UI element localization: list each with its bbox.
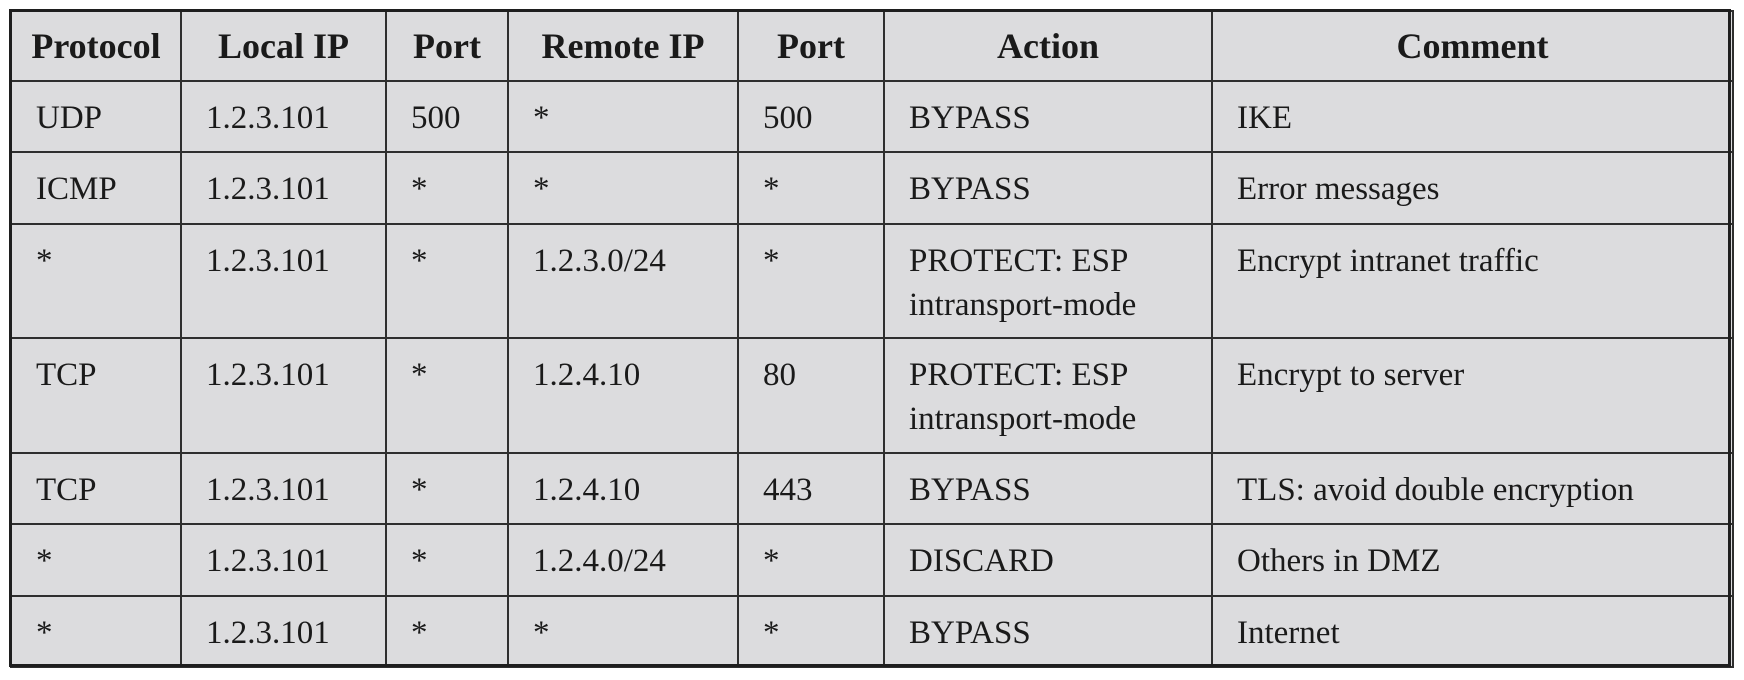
cell-protocol: UDP <box>10 79 182 154</box>
header-comment: Comment <box>1211 10 1734 82</box>
cell-protocol: ICMP <box>10 151 182 225</box>
cell-local-ip: 1.2.3.101 <box>180 151 387 225</box>
table-header-row: Protocol Local IP Port Remote IP Port Ac… <box>10 10 1734 82</box>
cell-protocol: * <box>10 523 182 597</box>
header-action: Action <box>883 10 1213 82</box>
cell-local-port: * <box>385 523 509 597</box>
cell-remote-port: * <box>737 151 885 225</box>
cell-local-ip: 1.2.3.101 <box>180 79 387 154</box>
cell-remote-port: * <box>737 222 885 340</box>
cell-remote-port: 500 <box>737 79 885 154</box>
table-row: TCP 1.2.3.101 * 1.2.4.10 443 BYPASS TLS:… <box>10 451 1734 526</box>
cell-remote-ip: * <box>507 594 739 669</box>
cell-comment: Internet <box>1211 594 1734 669</box>
cell-local-ip: 1.2.3.101 <box>180 594 387 669</box>
cell-protocol: * <box>10 222 182 340</box>
header-remote-port: Port <box>737 10 885 82</box>
table-row: UDP 1.2.3.101 500 * 500 BYPASS IKE <box>10 79 1734 154</box>
cell-comment: IKE <box>1211 79 1734 154</box>
cell-local-ip: 1.2.3.101 <box>180 337 387 454</box>
cell-comment: TLS: avoid double encryption <box>1211 451 1734 526</box>
cell-local-port: 500 <box>385 79 509 154</box>
cell-remote-ip: 1.2.3.0/24 <box>507 222 739 340</box>
table-row: ICMP 1.2.3.101 * * * BYPASS Error messag… <box>10 151 1734 225</box>
table-row: * 1.2.3.101 * 1.2.3.0/24 * PROTECT: ESP … <box>10 222 1734 340</box>
cell-local-port: * <box>385 151 509 225</box>
cell-comment: Others in DMZ <box>1211 523 1734 597</box>
table-row: * 1.2.3.101 * * * BYPASS Internet <box>10 594 1734 669</box>
cell-remote-ip: * <box>507 79 739 154</box>
cell-remote-port: * <box>737 523 885 597</box>
cell-remote-port: 443 <box>737 451 885 526</box>
header-local-port: Port <box>385 10 509 82</box>
cell-remote-ip: 1.2.4.10 <box>507 451 739 526</box>
cell-action: PROTECT: ESP intransport-mode <box>883 222 1213 340</box>
cell-comment: Encrypt to server <box>1211 337 1734 454</box>
cell-remote-ip: 1.2.4.10 <box>507 337 739 454</box>
cell-action: PROTECT: ESP intransport-mode <box>883 337 1213 454</box>
cell-remote-ip: * <box>507 151 739 225</box>
cell-local-ip: 1.2.3.101 <box>180 222 387 340</box>
cell-local-ip: 1.2.3.101 <box>180 523 387 597</box>
cell-action: BYPASS <box>883 79 1213 154</box>
header-protocol: Protocol <box>10 10 182 82</box>
cell-local-port: * <box>385 594 509 669</box>
cell-action: BYPASS <box>883 451 1213 526</box>
cell-comment: Error messages <box>1211 151 1734 225</box>
security-policy-table-container: Protocol Local IP Port Remote IP Port Ac… <box>10 10 1734 669</box>
cell-protocol: TCP <box>10 337 182 454</box>
cell-action: BYPASS <box>883 151 1213 225</box>
cell-protocol: TCP <box>10 451 182 526</box>
cell-comment: Encrypt intranet traffic <box>1211 222 1734 340</box>
table-row: TCP 1.2.3.101 * 1.2.4.10 80 PROTECT: ESP… <box>10 337 1734 454</box>
header-remote-ip: Remote IP <box>507 10 739 82</box>
cell-action: DISCARD <box>883 523 1213 597</box>
cell-local-port: * <box>385 337 509 454</box>
table-row: * 1.2.3.101 * 1.2.4.0/24 * DISCARD Other… <box>10 523 1734 597</box>
cell-local-ip: 1.2.3.101 <box>180 451 387 526</box>
security-policy-table: Protocol Local IP Port Remote IP Port Ac… <box>10 10 1734 669</box>
cell-protocol: * <box>10 594 182 669</box>
cell-remote-port: 80 <box>737 337 885 454</box>
cell-local-port: * <box>385 451 509 526</box>
header-local-ip: Local IP <box>180 10 387 82</box>
cell-remote-ip: 1.2.4.0/24 <box>507 523 739 597</box>
cell-remote-port: * <box>737 594 885 669</box>
cell-action: BYPASS <box>883 594 1213 669</box>
cell-local-port: * <box>385 222 509 340</box>
